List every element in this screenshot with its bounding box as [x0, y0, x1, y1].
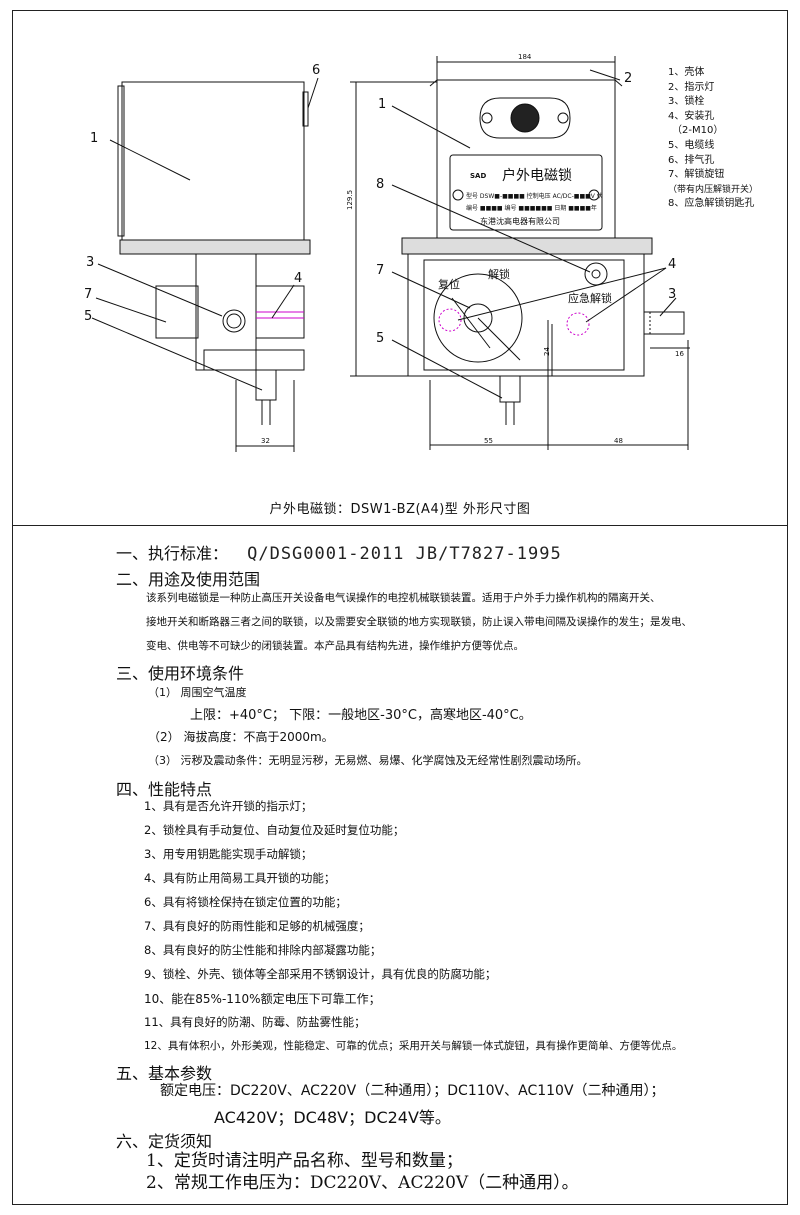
parts-legend: 1、壳体 2、指示灯 3、锁栓 4、安装孔 （2-M10） 5、电缆线 6、排气… — [668, 66, 758, 212]
plate-maker: 东港沈高电器有限公司 — [480, 216, 560, 226]
section-3-title: 三、使用环境条件 — [116, 664, 245, 683]
dial-emergency-label: 应急解锁 — [568, 291, 612, 305]
dimension-drawing: 1 6 3 7 5 4 1 2 8 7 5 4 3 184 129.5 32 5… — [84, 53, 690, 452]
callout-3-left: 3 — [86, 255, 94, 270]
feature-item: 2、锁栓具有手动复位、自动复位及延时复位功能； — [144, 823, 405, 837]
feature-item: 9、锁栓、外壳、锁体等全部采用不锈钢设计，具有优良的防腐功能； — [144, 967, 497, 981]
emergency-keyhole-icon — [584, 262, 608, 286]
feature-item: 3、用专用钥匙能实现手动解锁； — [144, 847, 313, 861]
env-item-2: （2） 海拔高度：不高于2000m。 — [148, 730, 334, 744]
callout-4-right: 4 — [668, 257, 676, 272]
section-divider — [12, 525, 788, 526]
callout-2: 2 — [624, 71, 632, 86]
order-note-1: 1、定货时请注明产品名称、型号和数量； — [146, 1151, 463, 1171]
drawing-caption: 户外电磁锁：DSW1-BZ(A4)型 外形尺寸图 — [269, 502, 531, 517]
callout-7-right: 7 — [376, 263, 384, 278]
plate-brand: SAD — [470, 172, 486, 180]
unlock-knob-icon — [433, 273, 523, 363]
section-1: 一、执行标准： Q/DSG0001-2011 JB/T7827-1995 — [116, 540, 562, 564]
callout-6: 6 — [312, 63, 320, 78]
section-5-title: 五、基本参数 — [116, 1064, 213, 1083]
dim-16: 16 — [675, 350, 684, 358]
order-note-2: 2、常规工作电压为：DC220V、AC220V（二种通用）。 — [146, 1173, 579, 1193]
feature-item: 1、具有是否允许开锁的指示灯； — [144, 799, 313, 813]
standard-codes: Q/DSG0001-2011 JB/T7827-1995 — [247, 544, 562, 564]
plate-row1: 型号 DSW■-■■■■ 控制电压 AC/DC-■■■V 伏 — [466, 192, 603, 200]
section-4-title: 四、性能特点 — [116, 780, 213, 799]
dial-reset-label: 复位 — [438, 277, 460, 291]
plate-row2: 编号 ■■■■ 编号 ■■■■■■ 日期 ■■■■年 — [466, 204, 597, 212]
callout-1-right: 1 — [378, 97, 386, 112]
dim-55: 55 — [484, 437, 493, 445]
section-2-para: 接地开关和断路器三者之间的联锁，以及需要安全联锁的地方实现联锁，防止误入带电间隔… — [146, 616, 692, 628]
side-view-housing — [121, 81, 305, 241]
rated-voltage-line-2: AC420V；DC48V；DC24V等。 — [214, 1108, 451, 1127]
page-frame — [12, 10, 788, 1205]
legend-item: 6、排气孔 — [668, 154, 715, 166]
section-2-para: 该系列电磁锁是一种防止高压开关设备电气误操作的电控机械联锁装置。适用于户外手力操… — [146, 592, 661, 604]
callout-5-right: 5 — [376, 331, 384, 346]
dial-unlock-label: 解锁 — [488, 267, 510, 281]
feature-item: 12、具有体积小，外形美观，性能稳定、可靠的优点；采用开关与解锁一体式旋钮，具有… — [144, 1040, 683, 1052]
callout-7-left: 7 — [84, 287, 92, 302]
legend-item: 5、电缆线 — [668, 139, 715, 151]
name-plate — [449, 154, 603, 231]
env-item-1: （1） 周围空气温度 — [148, 686, 247, 699]
legend-item: （2-M10） — [672, 125, 724, 137]
section-1-label: 一、执行标准： — [116, 544, 229, 563]
callout-1-left: 1 — [90, 131, 98, 146]
dim-24: 24 — [543, 347, 551, 356]
front-view-lock-body — [407, 253, 645, 377]
section-2-para: 变电、供电等不可缺少的闭锁装置。本产品具有结构先进，操作维护方便等优点。 — [146, 640, 524, 652]
plate-title: 户外电磁锁 — [502, 167, 572, 184]
dim-32: 32 — [261, 437, 270, 445]
section-2-title: 二、用途及使用范围 — [116, 570, 261, 589]
dim-height: 129.5 — [346, 190, 354, 210]
legend-item: （带有内压解锁开关） — [668, 184, 759, 195]
env-item-3: （3） 污秽及震动条件：无明显污秽，无易燃、易爆、化学腐蚀及无经常性剧烈震动场所… — [148, 754, 588, 767]
feature-item: 7、具有良好的防雨性能和足够的机械强度； — [144, 919, 370, 933]
callout-8: 8 — [376, 177, 384, 192]
side-view-base — [119, 239, 311, 255]
feature-item: 6、具有将锁栓保持在锁定位置的功能； — [144, 895, 347, 909]
indicator-lamp-icon — [510, 103, 540, 133]
legend-item: 1、壳体 — [668, 67, 705, 78]
callout-3-right: 3 — [668, 287, 676, 302]
legend-item: 4、安装孔 — [668, 110, 715, 122]
callout-5-left: 5 — [84, 309, 92, 324]
callout-4-left: 4 — [294, 271, 302, 286]
legend-item: 8、应急解锁钥匙孔 — [668, 198, 755, 210]
env-temperature: 上限：+40°C； 下限：一般地区-30°C，高寒地区-40°C。 — [190, 708, 532, 723]
dim-48: 48 — [614, 437, 623, 445]
dim-width: 184 — [518, 53, 532, 61]
feature-item: 10、能在85%-110%额定电压下可靠工作； — [144, 992, 381, 1006]
legend-item: 3、锁栓 — [668, 96, 705, 108]
feature-item: 4、具有防止用简易工具开锁的功能； — [144, 871, 336, 885]
legend-item: 2、指示灯 — [668, 81, 715, 93]
feature-item: 11、具有良好的防潮、防霉、防盐雾性能； — [144, 1015, 366, 1029]
feature-item: 8、具有良好的防尘性能和排除内部凝露功能； — [144, 943, 382, 957]
rated-voltage-line-1: 额定电压：DC220V、AC220V（二种通用）；DC110V、AC110V（二… — [160, 1083, 665, 1099]
section-6-title: 六、定货须知 — [116, 1132, 213, 1151]
legend-item: 7、解锁旋钮 — [668, 169, 725, 181]
